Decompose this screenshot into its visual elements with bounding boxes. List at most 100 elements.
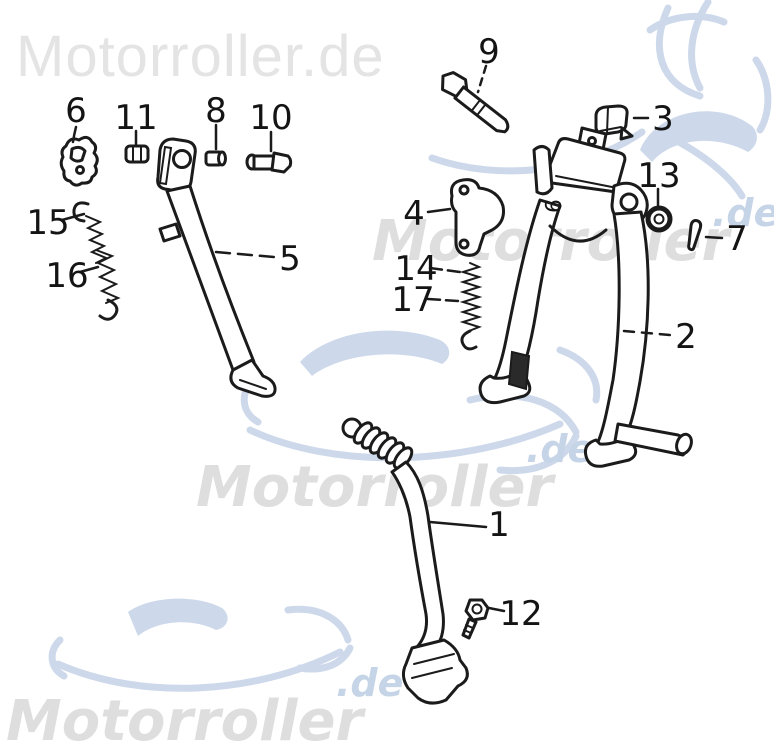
stand-rubber-stop bbox=[507, 350, 531, 391]
nut-body bbox=[124, 144, 150, 164]
stand-ear-hole bbox=[619, 192, 639, 212]
bolt-collar bbox=[470, 98, 487, 117]
part-1-kick-lever bbox=[341, 417, 469, 705]
bracket-hole bbox=[75, 165, 85, 175]
spring-hook bbox=[72, 201, 90, 223]
sketch-line bbox=[654, 128, 746, 200]
callout-15: 15 bbox=[26, 203, 69, 243]
part-11-nut bbox=[124, 144, 150, 164]
leader-7 bbox=[704, 235, 724, 240]
hook-hole-top bbox=[458, 184, 470, 196]
kick-pedal-lines bbox=[411, 653, 455, 679]
sketch-line bbox=[284, 605, 352, 644]
callout-6: 6 bbox=[65, 91, 87, 131]
part-7-pin bbox=[687, 219, 703, 252]
pin-body bbox=[687, 219, 703, 252]
part-2-main-stand: 6 bbox=[478, 126, 693, 468]
washer-hole bbox=[653, 213, 665, 225]
side-stand-tab bbox=[158, 222, 182, 243]
part-6-bracket bbox=[59, 135, 99, 187]
hook-outline bbox=[450, 178, 505, 257]
leader-14 bbox=[428, 266, 462, 274]
sketch-line bbox=[646, 13, 728, 34]
sketch-swoosh bbox=[640, 111, 757, 162]
callout-10: 10 bbox=[249, 98, 292, 138]
leader-4 bbox=[426, 207, 452, 214]
bolt-threads bbox=[463, 624, 474, 634]
watermark-bottom-text: Motorroller bbox=[6, 689, 367, 752]
callout-11: 11 bbox=[114, 98, 157, 138]
part-5-side-stand bbox=[156, 137, 277, 398]
leader-17 bbox=[426, 297, 460, 303]
bracket-slot bbox=[69, 145, 87, 163]
callout-8: 8 bbox=[205, 91, 227, 131]
leader-2 bbox=[622, 329, 672, 337]
part-12-bolt bbox=[461, 598, 490, 640]
side-stand-pivot-hole bbox=[172, 149, 192, 169]
stand-marking-label: 6 bbox=[541, 198, 567, 214]
leader-15 bbox=[60, 212, 86, 222]
callout-14: 14 bbox=[394, 249, 437, 289]
side-stand-foot bbox=[229, 358, 277, 398]
callout-3: 3 bbox=[652, 99, 674, 139]
sketch-line bbox=[752, 56, 772, 134]
bolt-head bbox=[270, 151, 293, 174]
sketch-swoosh bbox=[128, 598, 228, 636]
leader-6 bbox=[71, 125, 78, 144]
part-9-bolt bbox=[441, 71, 510, 134]
part-10-bolt bbox=[245, 151, 293, 174]
sketch-line bbox=[688, 0, 712, 92]
spring-coils bbox=[459, 262, 483, 332]
sketch-swoosh bbox=[300, 330, 450, 376]
watermark-bottom-suffix: .de bbox=[336, 661, 403, 705]
callout-16: 16 bbox=[45, 256, 88, 296]
bolt-shank bbox=[461, 617, 478, 640]
leader-5 bbox=[214, 250, 276, 259]
spring-hook bbox=[98, 298, 119, 321]
callout-2: 2 bbox=[675, 317, 697, 357]
callout-13: 13 bbox=[637, 156, 680, 196]
side-stand-foot-line bbox=[239, 379, 267, 390]
cap-flap bbox=[619, 126, 634, 141]
spring-coils bbox=[95, 249, 121, 304]
leader-9 bbox=[476, 64, 488, 94]
leader-12 bbox=[487, 606, 506, 613]
scooter-sketch-icon bbox=[48, 598, 354, 692]
callout-4: 4 bbox=[403, 194, 425, 234]
watermark-center-text: Motorroller bbox=[196, 455, 557, 520]
stand-plate-line bbox=[555, 175, 613, 188]
part-4-hook-bracket bbox=[450, 178, 505, 257]
callout-5: 5 bbox=[279, 239, 301, 279]
cap-edges bbox=[599, 106, 622, 134]
leader-1 bbox=[428, 520, 488, 529]
spring-coils bbox=[85, 215, 109, 264]
part-13-washer bbox=[645, 205, 673, 233]
side-stand-arm bbox=[165, 184, 256, 372]
stand-arch bbox=[548, 224, 608, 243]
side-stand-slot bbox=[158, 145, 173, 186]
sketch-line bbox=[296, 644, 354, 673]
nut-facets bbox=[132, 146, 142, 162]
sketch-line bbox=[556, 346, 601, 404]
watermark-center-suffix: .de bbox=[526, 427, 593, 471]
sketch-line bbox=[496, 432, 580, 475]
bolt-head bbox=[464, 598, 490, 622]
part-8-spacer bbox=[204, 150, 227, 167]
callout-1: 1 bbox=[488, 505, 510, 545]
hook-hole-bottom bbox=[458, 238, 470, 250]
callout-7: 7 bbox=[726, 219, 748, 259]
bolt-head-ring bbox=[471, 603, 483, 615]
bolt-shank bbox=[453, 85, 510, 134]
spring-hook bbox=[460, 329, 478, 351]
part-14-17-spring bbox=[459, 262, 483, 351]
sketch-line bbox=[48, 636, 68, 680]
part-15-spring bbox=[72, 201, 109, 264]
spacer-end bbox=[217, 150, 227, 167]
stand-left-ear bbox=[532, 145, 554, 196]
watermark-top-text: Motorroller.de bbox=[16, 24, 385, 89]
watermark-middle-suffix: .de bbox=[712, 191, 774, 235]
part-16-spring bbox=[95, 249, 121, 321]
callout-9: 9 bbox=[478, 32, 500, 72]
